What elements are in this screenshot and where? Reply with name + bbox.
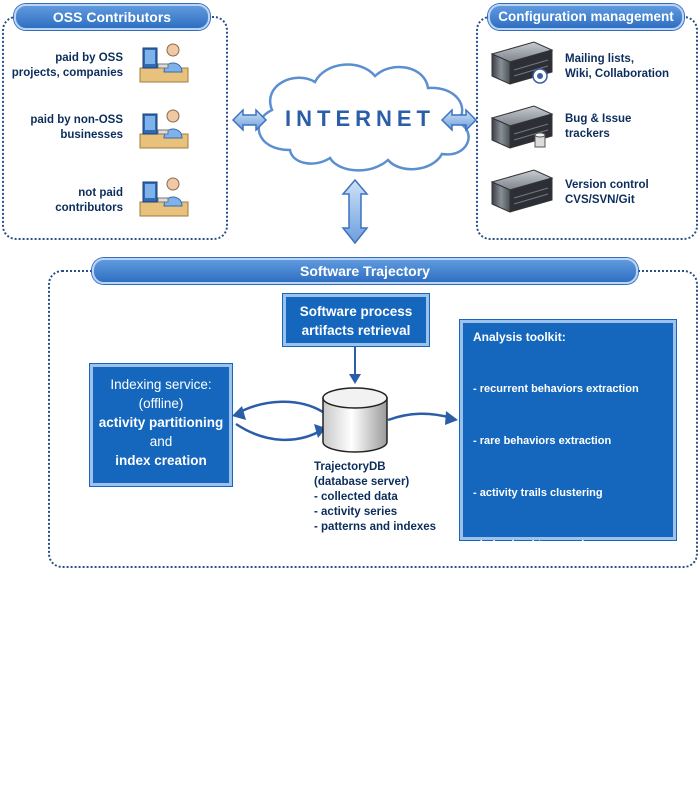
server-icon bbox=[490, 169, 554, 213]
person-at-computer-icon-2 bbox=[139, 109, 189, 149]
trajectorydb-items: - collected data - activity series - pat… bbox=[314, 490, 436, 535]
bidirectional-arrow-vertical bbox=[341, 178, 369, 245]
config-item-1-label: Mailing lists, Wiki, Collaboration bbox=[565, 53, 670, 80]
toolkit-item: - recurrent behaviors extraction bbox=[473, 383, 639, 395]
oss-item-2-label: paid by non-OSS businesses bbox=[30, 114, 123, 141]
toolkit-item: - activity trails clustering bbox=[473, 487, 603, 499]
toolkit-item: - rare behaviors extraction bbox=[473, 435, 612, 447]
internet-label: INTERNET bbox=[285, 106, 435, 131]
config-item-3-label: Version control CVS/SVN/Git bbox=[565, 179, 649, 206]
trajectorydb-label: TrajectoryDB (database server) - collect… bbox=[314, 461, 437, 535]
toolkit-item: statistics extraction and bbox=[473, 695, 609, 707]
trajectorydb-item: - activity series bbox=[314, 506, 398, 518]
graphics-layer bbox=[139, 41, 554, 453]
indexing-service-box: Indexing service: (offline) activity par… bbox=[90, 364, 232, 486]
arrow-db-to-indexing bbox=[232, 400, 324, 420]
mail-server-icon bbox=[490, 41, 554, 85]
toolkit-item: containers creation bbox=[473, 591, 584, 603]
database-cylinder-icon bbox=[322, 387, 388, 453]
arrow-retrieval-to-db bbox=[349, 346, 361, 384]
bidirectional-arrow-left bbox=[231, 108, 268, 132]
indexing-line-3: activity partitioning bbox=[98, 415, 224, 430]
person-at-computer-icon-1 bbox=[139, 43, 189, 83]
toolkit-item: - temporal containers bbox=[473, 643, 585, 655]
toolkit-item: - behavioral temporal bbox=[473, 539, 585, 551]
oss-item-1-label: paid by OSS projects, companies bbox=[11, 52, 123, 79]
config-item-2-label: Bug & Issue trackers bbox=[565, 113, 632, 140]
analysis-toolkit-title: Analysis toolkit: bbox=[473, 330, 566, 344]
indexing-line-1: Indexing service: bbox=[110, 377, 212, 392]
artifacts-retrieval-box: Software process artifacts retrieval bbox=[283, 294, 429, 346]
database-server-icon bbox=[490, 105, 554, 149]
cloud-icon bbox=[257, 63, 470, 172]
configuration-management-title: Configuration management bbox=[488, 4, 684, 30]
toolkit-item: analysis bbox=[473, 747, 526, 759]
trajectorydb-item: - collected data bbox=[314, 491, 398, 503]
trajectorydb-item: - patterns and indexes bbox=[314, 521, 437, 533]
analysis-toolkit-box: Analysis toolkit: - recurrent behaviors … bbox=[460, 320, 676, 759]
indexing-line-2: (offline) bbox=[138, 396, 184, 411]
indexing-line-4: and bbox=[149, 434, 173, 449]
oss-item-3-label: not paid contributors bbox=[55, 187, 123, 214]
software-trajectory-title: Software Trajectory bbox=[92, 258, 638, 284]
person-at-computer-icon-3 bbox=[139, 177, 189, 217]
oss-contributors-title: OSS Contributors bbox=[14, 4, 210, 30]
indexing-line-5: index creation bbox=[115, 453, 207, 468]
analysis-toolkit-items: - recurrent behaviors extraction - rare … bbox=[473, 345, 673, 797]
arrow-db-to-toolkit bbox=[387, 411, 458, 425]
